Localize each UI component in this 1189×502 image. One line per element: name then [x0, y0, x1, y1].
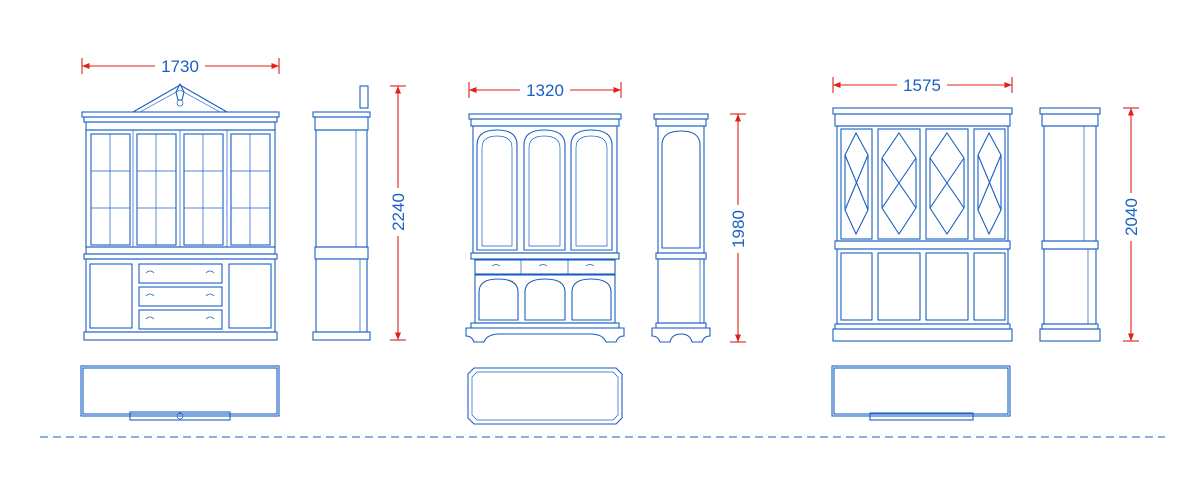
plan-view-3: [831, 365, 1011, 421]
width-dimension-3: 1575: [832, 74, 1013, 95]
side-elevation-2: [651, 113, 711, 343]
width-label-2: 1320: [526, 81, 564, 100]
side-elevation-1: [312, 85, 371, 341]
height-dimension-3: 2040: [1119, 107, 1141, 342]
width-label-3: 1575: [903, 76, 941, 95]
height-label-3: 2040: [1122, 198, 1141, 236]
width-label-1: 1730: [161, 57, 199, 76]
height-label-2: 1980: [729, 210, 748, 248]
front-elevation-1: [81, 82, 280, 341]
height-dimension-2: 1980: [726, 113, 748, 343]
plan-view-1: [80, 365, 280, 421]
cabinet-3: 1575: [831, 74, 1141, 421]
cabinet-2: 1320: [465, 79, 748, 425]
cabinet-1: 1730: [80, 55, 408, 421]
side-elevation-3: [1039, 107, 1101, 342]
front-elevation-3: [832, 107, 1013, 342]
plan-view-2: [467, 367, 623, 425]
front-elevation-2: [465, 113, 625, 343]
width-dimension-2: 1320: [468, 79, 622, 100]
height-dimension-1: 2240: [386, 85, 408, 341]
width-dimension-1: 1730: [81, 55, 280, 76]
height-label-1: 2240: [389, 193, 408, 231]
